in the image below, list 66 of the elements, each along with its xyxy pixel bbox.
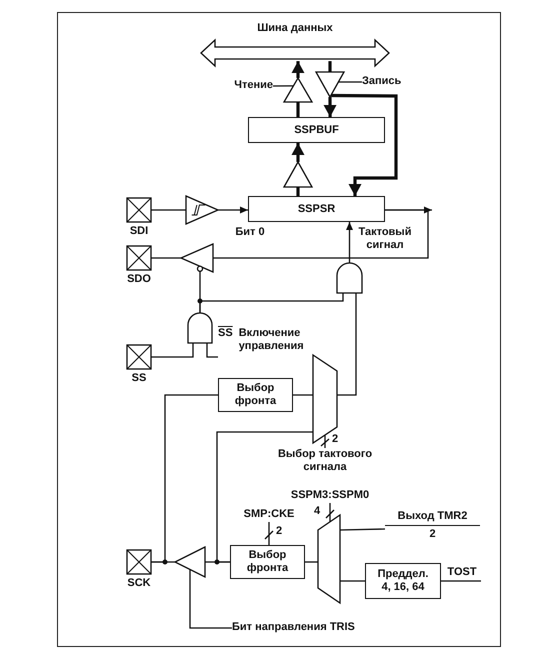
pin-label: SDI	[128, 225, 150, 238]
wire	[305, 561, 318, 563]
register-box: SSPSR	[248, 196, 385, 222]
multiplexer	[313, 355, 337, 443]
pin-box	[127, 198, 151, 222]
bidirectional-buffer-triangle	[175, 547, 205, 577]
register-box: SSPBUF	[248, 117, 385, 143]
wire	[218, 206, 248, 214]
pin-box	[127, 345, 151, 369]
register-box: Выбор фронта	[230, 545, 305, 579]
read-buffer-triangle	[284, 78, 312, 102]
wire	[346, 222, 353, 263]
wire	[340, 580, 365, 582]
bus-width-label: 4	[314, 505, 320, 518]
signal-label: Выход TMR2	[398, 510, 468, 523]
wire	[151, 209, 186, 211]
and-gate	[188, 313, 212, 343]
bus-wire	[326, 503, 334, 522]
wire	[441, 580, 481, 582]
bus-arrow	[324, 97, 337, 117]
wire	[213, 209, 429, 259]
wire	[189, 570, 232, 629]
and-gate	[337, 263, 362, 293]
bus-arrow	[292, 61, 304, 78]
signal-label: Запись	[362, 75, 414, 89]
wire	[151, 343, 194, 358]
bus-label: Шина данных	[257, 22, 333, 35]
wire	[199, 293, 344, 313]
signal-label: Бит 0	[234, 226, 266, 239]
register-box: Преддел. 4, 16, 64	[365, 563, 441, 599]
wire	[151, 561, 175, 563]
wire	[205, 561, 230, 563]
signal-label: SMP:CKE	[236, 508, 302, 522]
bus-wire	[320, 436, 330, 448]
tristate-buffer-triangle	[181, 244, 213, 272]
bus-arrow	[292, 143, 304, 162]
pin-label: SDO	[126, 273, 152, 286]
wire	[273, 85, 294, 87]
bus-width-label: 2	[332, 433, 338, 446]
signal-label: Выбор тактового сигнала	[258, 448, 392, 476]
signal-label: SS	[218, 327, 233, 340]
bus-arrow	[331, 94, 398, 196]
wire	[338, 81, 362, 83]
signal-label: SSPM3:SSPM0	[280, 489, 380, 503]
wire	[340, 528, 386, 531]
pin-label: SCK	[126, 577, 152, 590]
pin-box	[127, 550, 151, 574]
wire	[337, 293, 357, 396]
wire	[151, 257, 181, 259]
signal-label: Включение управления	[238, 327, 305, 353]
buffer-triangle	[284, 162, 312, 187]
wire	[206, 343, 218, 358]
signal-label: TOST	[443, 566, 481, 581]
pin-label: SS	[130, 372, 148, 385]
bus-wire	[264, 522, 274, 545]
register-box: Выбор фронта	[218, 378, 293, 412]
pin-box	[127, 246, 151, 270]
write-buffer-triangle	[316, 72, 344, 97]
signal-label: Тактовый сигнал	[358, 226, 412, 252]
signal-label: Бит направления TRIS	[232, 621, 382, 635]
bus-width-label: 2	[276, 525, 282, 538]
wire	[293, 394, 313, 396]
schmitt-buffer-triangle	[186, 196, 218, 224]
signal-label: Чтение	[223, 79, 273, 93]
multiplexer	[318, 515, 340, 603]
signal-label: 2	[429, 528, 436, 542]
